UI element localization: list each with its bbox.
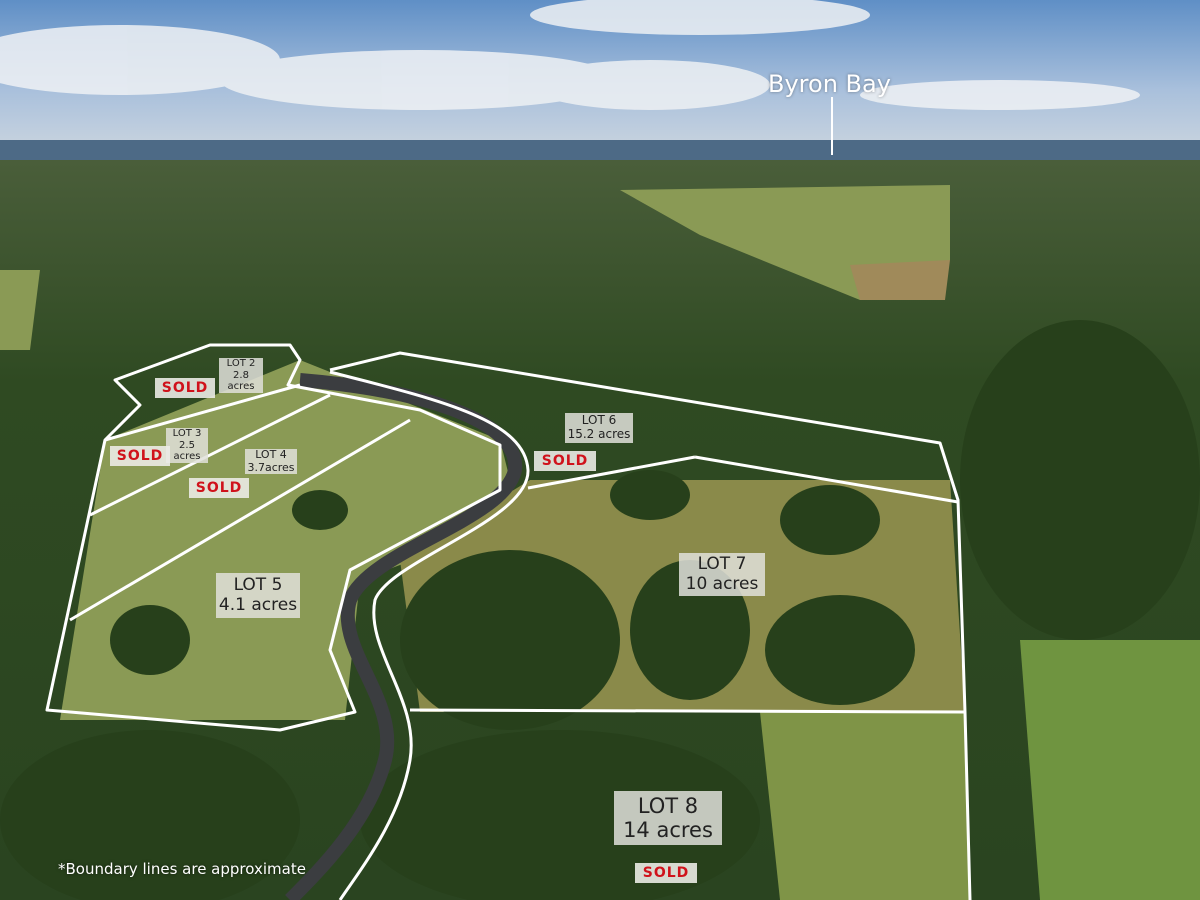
place-label: Byron Bay xyxy=(768,70,891,98)
lot-name: LOT 5 xyxy=(233,575,283,595)
ocean xyxy=(0,140,1200,162)
sold-badge: SOLD xyxy=(189,478,249,498)
sold-badge: SOLD xyxy=(534,451,596,471)
lot-size: 10 acres xyxy=(685,573,759,594)
lot-name: LOT 6 xyxy=(581,413,617,427)
lot-size: 14 acres xyxy=(623,818,713,843)
tree-clusters xyxy=(0,320,1200,900)
sold-badge: SOLD xyxy=(155,378,215,398)
road xyxy=(285,373,523,900)
lot-size: 2.5 acres xyxy=(173,439,201,463)
sold-badge: SOLD xyxy=(635,863,697,883)
lot-name: LOT 7 xyxy=(697,554,747,574)
clouds xyxy=(0,0,1140,110)
lot-name: LOT 4 xyxy=(255,448,287,461)
lot-boundaries xyxy=(45,343,972,900)
lot-size: 3.7acres xyxy=(247,460,295,474)
lot-size: 15.2 acres xyxy=(567,426,631,441)
lot-size: 2.8 acres xyxy=(227,369,255,393)
lot-2-5-boundary xyxy=(45,343,502,732)
lot-size: 4.1 acres xyxy=(218,594,298,615)
lot-name: LOT 2 xyxy=(226,358,256,369)
disclaimer: *Boundary lines are approximate xyxy=(58,860,306,878)
lot-name: LOT 3 xyxy=(172,428,202,439)
lot-name: LOT 8 xyxy=(637,794,699,818)
sold-badge: SOLD xyxy=(110,446,170,466)
